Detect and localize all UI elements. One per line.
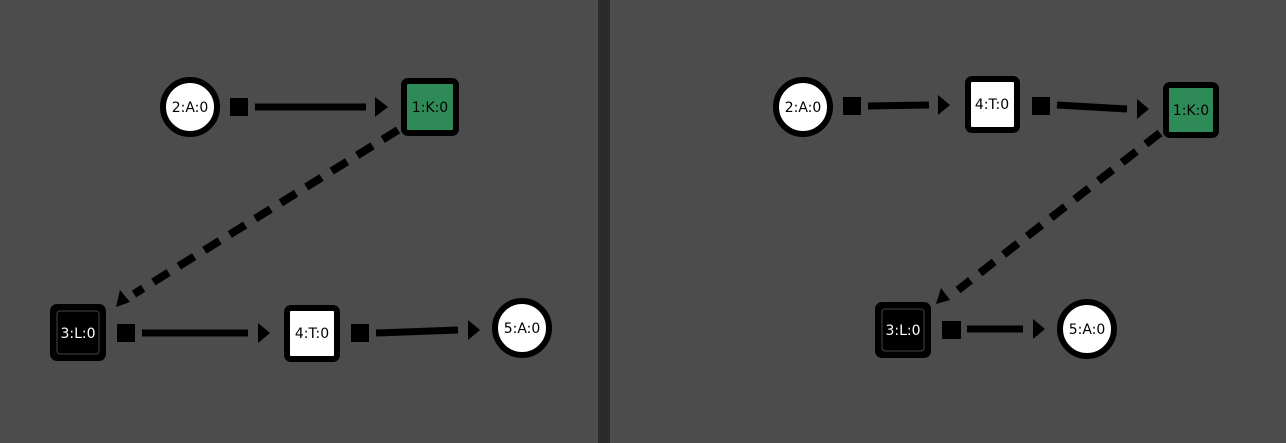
edge-2-to-1[interactable] — [230, 97, 388, 117]
node-label: 3:L:0 — [60, 326, 95, 342]
node-5-A-0[interactable]: 5:A:0 — [492, 298, 552, 358]
node-1-K-0[interactable]: 1:K:0 — [1163, 82, 1219, 138]
node-2-A-0[interactable]: 2:A:0 — [160, 77, 220, 137]
arrowhead-icon — [258, 323, 270, 343]
node-4-T-0[interactable]: 4:T:0 — [284, 305, 340, 362]
node-label: 1:K:0 — [1173, 103, 1209, 119]
node-3-L-0[interactable]: 3:L:0 — [50, 304, 106, 361]
left-graph: 2:A:0 1:K:0 3:L:0 4:T:0 5:A:0 — [50, 77, 552, 362]
node-3-L-0[interactable]: 3:L:0 — [875, 302, 931, 358]
edge-3-to-5[interactable] — [942, 319, 1045, 339]
edge-source-handle[interactable] — [351, 324, 369, 342]
edge-1-to-3-dashed[interactable] — [116, 126, 401, 307]
edge-3-to-4[interactable] — [117, 323, 270, 343]
node-5-A-0[interactable]: 5:A:0 — [1057, 299, 1117, 359]
node-4-T-0[interactable]: 4:T:0 — [965, 76, 1020, 133]
node-1-K-0[interactable]: 1:K:0 — [401, 78, 459, 136]
node-label: 3:L:0 — [885, 323, 920, 339]
edge-source-handle[interactable] — [843, 97, 861, 115]
panel-divider[interactable] — [598, 0, 610, 443]
edge-line — [1056, 101, 1128, 113]
node-label: 4:T:0 — [975, 97, 1009, 113]
node-label: 2:A:0 — [172, 100, 209, 116]
edge-line — [867, 101, 930, 110]
right-graph: 2:A:0 4:T:0 1:K:0 3:L:0 5:A:0 — [773, 76, 1219, 359]
edge-source-handle[interactable] — [117, 324, 135, 342]
edge-source-handle[interactable] — [942, 321, 961, 339]
edge-1-to-3-dashed[interactable] — [936, 129, 1163, 304]
edge-line — [131, 126, 401, 298]
node-label: 1:K:0 — [412, 100, 448, 116]
node-label: 4:T:0 — [295, 326, 329, 342]
edge-line — [375, 326, 459, 337]
node-label: 5:A:0 — [504, 321, 541, 337]
edge-line — [955, 129, 1163, 294]
edge-4-to-5[interactable] — [351, 320, 480, 342]
edge-source-handle[interactable] — [1032, 97, 1050, 115]
edge-4-to-1[interactable] — [1032, 97, 1149, 119]
arrowhead-icon — [938, 95, 950, 115]
arrowhead-icon — [936, 288, 950, 304]
node-label: 2:A:0 — [785, 100, 822, 116]
arrowhead-icon — [1137, 99, 1149, 119]
arrowhead-icon — [375, 97, 388, 117]
edge-source-handle[interactable] — [230, 98, 248, 116]
arrowhead-icon — [1033, 319, 1045, 339]
node-2-A-0[interactable]: 2:A:0 — [773, 77, 833, 137]
edge-2-to-4[interactable] — [843, 95, 950, 115]
node-label: 5:A:0 — [1069, 322, 1106, 338]
arrowhead-icon — [116, 290, 130, 307]
arrowhead-icon — [468, 320, 480, 340]
